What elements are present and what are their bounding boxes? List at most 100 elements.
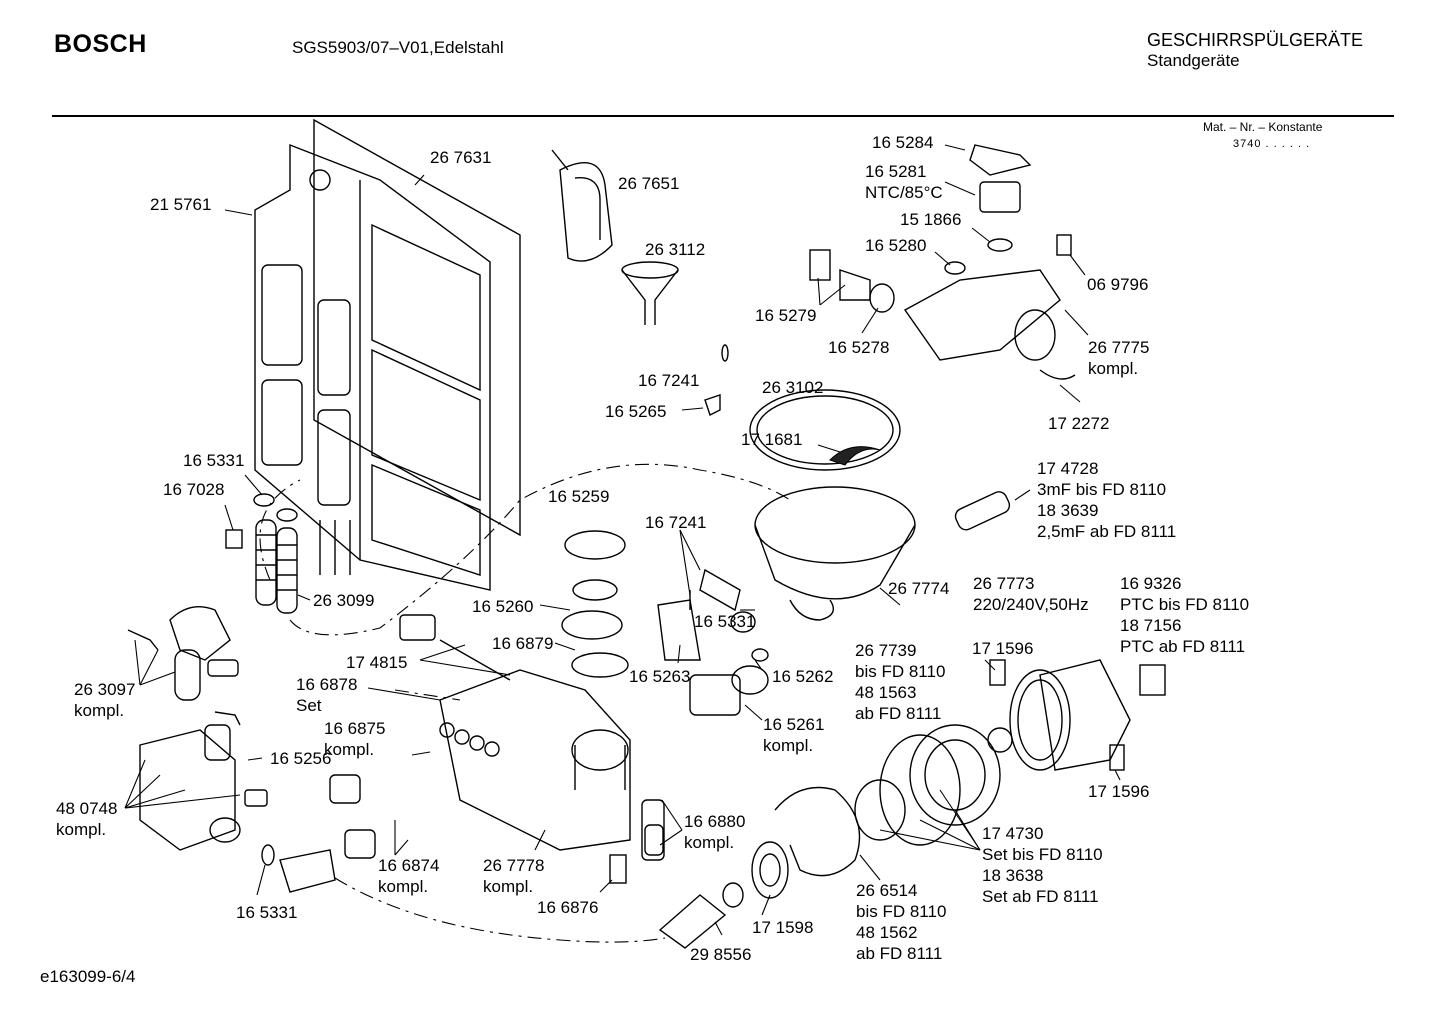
rear-panel-drawing <box>254 118 521 591</box>
part-label-line: 16 7241 <box>638 371 699 390</box>
part-label-line: 26 7773 <box>973 574 1034 593</box>
leader-lines <box>124 144 1121 936</box>
part-label-267774: 26 7774 <box>888 579 949 598</box>
part-drawings <box>127 118 1166 949</box>
part-label-line: 26 7739 <box>855 641 916 660</box>
drawing-code: e163099-6/4 <box>40 967 136 986</box>
part-label-line: 26 7631 <box>430 148 491 167</box>
part-label-line: 17 4728 <box>1037 459 1098 478</box>
part-label-165263: 16 5263 <box>629 667 690 686</box>
part-label-line: 16 6879 <box>492 634 553 653</box>
part-label-line: 17 4815 <box>346 653 407 672</box>
part-label-line: 16 5262 <box>772 667 833 686</box>
heater-assembly-drawing <box>809 144 1076 380</box>
part-label-line: 48 1562 <box>856 923 917 942</box>
category-title: GESCHIRRSPÜLGERÄTE <box>1147 30 1364 50</box>
part-label-165259: 16 5259 <box>548 487 609 506</box>
part-label-line: NTC/85°C <box>865 183 943 202</box>
part-label-line: 16 7241 <box>645 513 706 532</box>
part-label-line: 21 5761 <box>150 195 211 214</box>
part-label-171598: 17 1598 <box>752 918 813 937</box>
rinse-aid-cover-drawing <box>551 149 613 262</box>
category-subtitle: Standgeräte <box>1147 51 1240 70</box>
part-label-165331c: 16 5331 <box>236 903 297 922</box>
part-label-166879: 16 6879 <box>492 634 553 653</box>
part-label-line: PTC bis FD 8110 <box>1120 595 1249 614</box>
part-label-line: 26 7774 <box>888 579 949 598</box>
part-label-line: kompl. <box>483 877 533 896</box>
part-label-line: PTC ab FD 8111 <box>1120 637 1245 656</box>
part-label-line: Set bis FD 8110 <box>982 845 1103 864</box>
part-label-line: 26 7778 <box>483 856 544 875</box>
part-label-172272: 17 2272 <box>1048 414 1109 433</box>
part-label-line: 17 1598 <box>752 918 813 937</box>
spring-hoses-drawing <box>225 493 298 614</box>
part-label-line: kompl. <box>763 736 813 755</box>
capacitor-drawing <box>954 491 1011 531</box>
part-label-267631: 26 7631 <box>430 148 491 167</box>
part-label-line: ab FD 8111 <box>855 704 941 723</box>
material-number-value: 3740 . . . . . . <box>1233 138 1311 150</box>
part-label-215761: 21 5761 <box>150 195 211 214</box>
model-designation: SGS5903/07–V01,Edelstahl <box>292 38 504 57</box>
part-label-line: kompl. <box>1088 359 1138 378</box>
part-label-line: 16 5278 <box>828 338 889 357</box>
part-label-line: 16 6880 <box>684 812 745 831</box>
part-label-069796: 06 9796 <box>1087 275 1148 294</box>
part-label-line: 17 1596 <box>972 639 1033 658</box>
part-label-line: 15 1866 <box>900 210 961 229</box>
material-number-label: Mat. – Nr. – Konstante <box>1203 120 1323 134</box>
part-label-line: 26 6514 <box>856 881 917 900</box>
part-label-167028: 16 7028 <box>163 480 224 499</box>
part-label-line: 16 5279 <box>755 306 816 325</box>
part-label-267778: 26 7778 kompl. <box>483 856 544 896</box>
part-label-line: 16 6875 <box>324 719 385 738</box>
part-label-267651: 26 7651 <box>618 174 679 193</box>
part-label-line: 16 5265 <box>605 402 666 421</box>
pump-motor-drawing <box>989 659 1166 771</box>
part-label-line: kompl. <box>74 701 124 720</box>
part-label-171596a: 17 1596 <box>972 639 1033 658</box>
header-divider <box>52 115 1394 117</box>
part-label-line: kompl. <box>324 740 374 759</box>
part-label-167241a: 16 7241 <box>638 371 699 390</box>
part-label-line: 26 3102 <box>762 378 823 397</box>
part-label-line: 16 5259 <box>548 487 609 506</box>
part-label-151866: 15 1866 <box>900 210 961 229</box>
part-label-line: 16 5256 <box>270 749 331 768</box>
part-label-165280: 16 5280 <box>865 236 926 255</box>
part-label-line: 16 7028 <box>163 480 224 499</box>
part-label-line: 48 0748 <box>56 799 117 818</box>
part-label-line: Set ab FD 8111 <box>982 887 1099 906</box>
brand-logo: BOSCH <box>54 30 147 58</box>
part-label-480748: 48 0748 kompl. <box>56 799 117 839</box>
part-label-line: 48 1563 <box>855 683 916 702</box>
part-label-line: 17 2272 <box>1048 414 1109 433</box>
part-label-165278: 16 5278 <box>828 338 889 357</box>
part-label-line: 06 9796 <box>1087 275 1148 294</box>
part-label-165284: 16 5284 <box>872 133 933 152</box>
part-label-165331a: 16 5331 <box>183 451 244 470</box>
part-label-165265: 16 5265 <box>605 402 666 421</box>
part-label-line: 16 6874 <box>378 856 439 875</box>
sump-drawing <box>704 344 916 621</box>
part-label-line: 16 6878 <box>296 675 357 694</box>
part-label-line: kompl. <box>56 820 106 839</box>
part-label-165279: 16 5279 <box>755 306 816 325</box>
part-label-line: 16 5260 <box>472 597 533 616</box>
part-label-line: 17 4730 <box>982 824 1043 843</box>
part-label-line: 26 7651 <box>618 174 679 193</box>
part-label-167241b: 16 7241 <box>645 513 706 532</box>
drain-hose-drawing <box>261 844 744 949</box>
part-label-line: 16 9326 <box>1120 574 1181 593</box>
